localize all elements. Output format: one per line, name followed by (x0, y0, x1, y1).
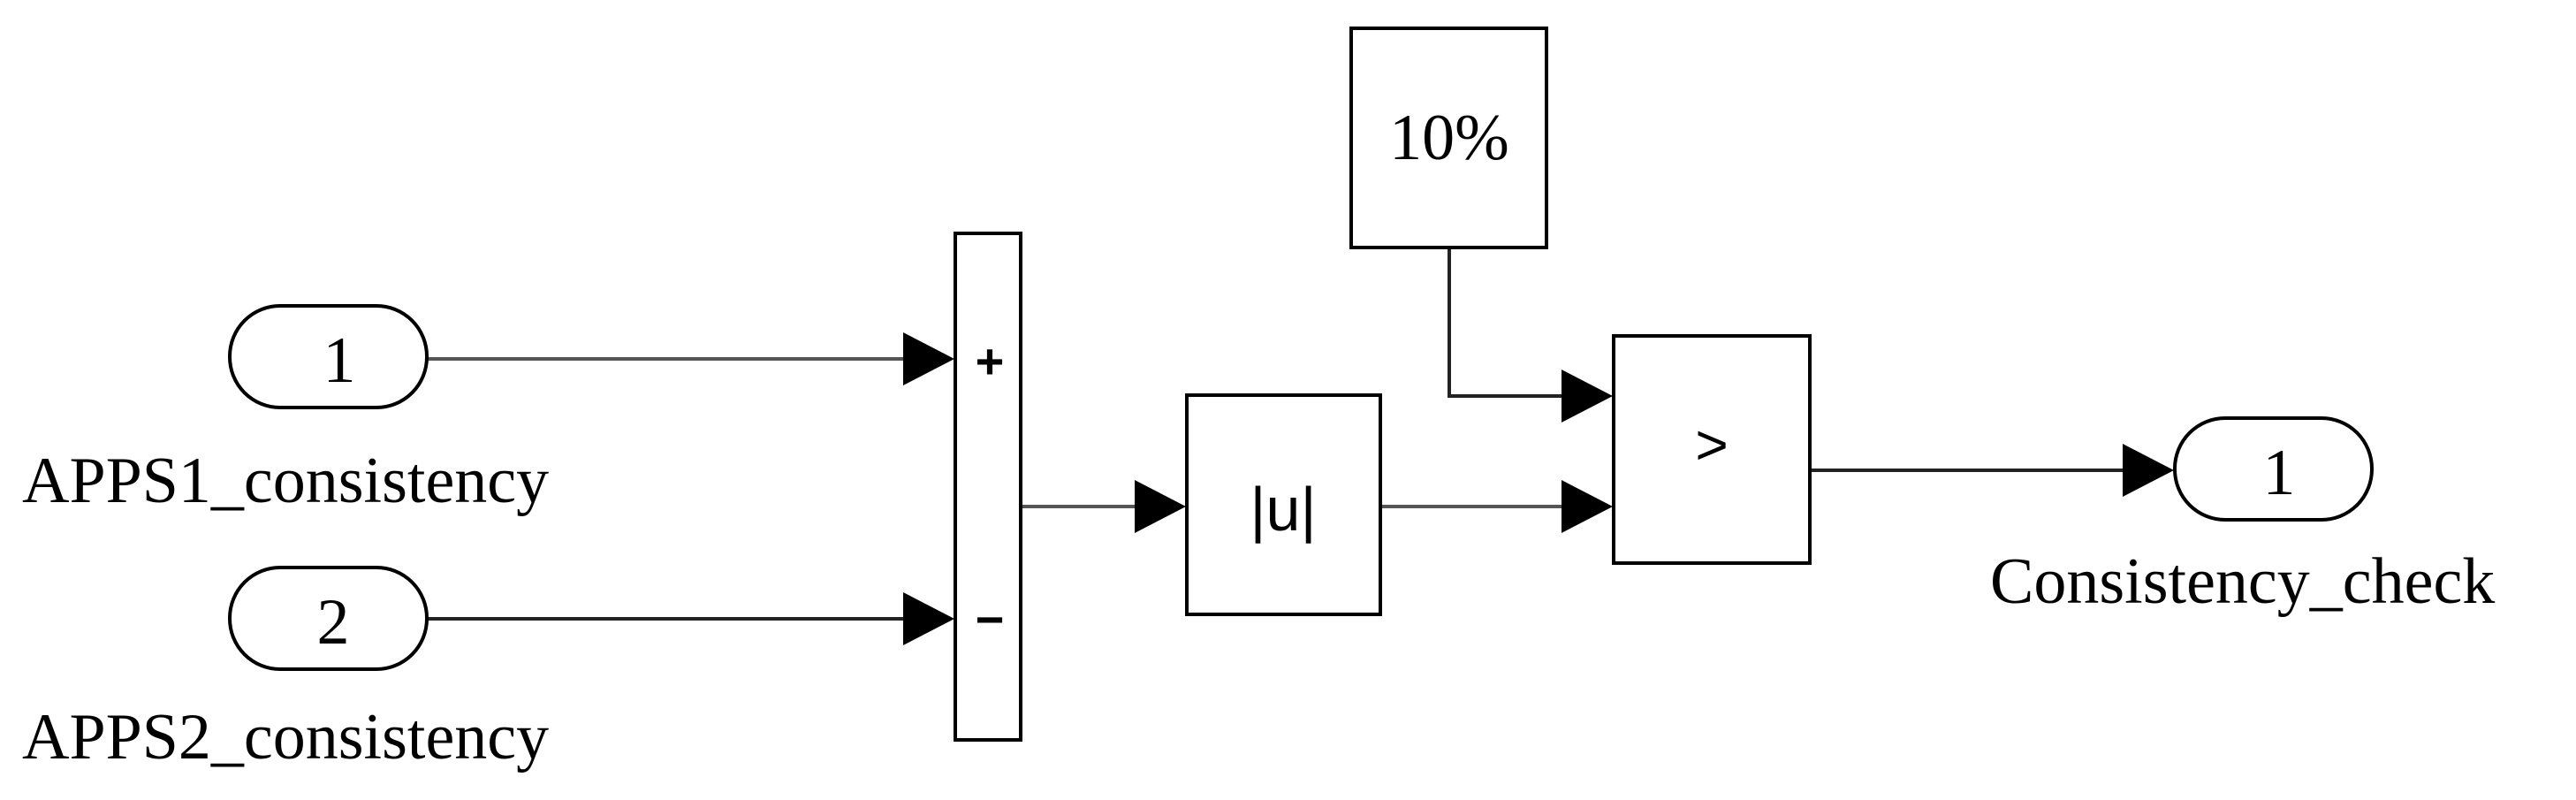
inport-2[interactable]: 2 (228, 566, 429, 671)
arrowhead-sum-minus (903, 592, 954, 645)
signal-lines (427, 248, 2125, 621)
relational-operator-block[interactable]: > (1612, 334, 1812, 565)
inport-2-label: APPS2_consistency (22, 701, 549, 773)
relational-operator-symbol: > (1695, 413, 1728, 476)
arrowhead-relational-lower (1562, 480, 1613, 533)
sum-minus-sign: − (976, 591, 1005, 647)
inport-2-shape[interactable] (228, 566, 429, 671)
abs-block-shape[interactable] (1185, 393, 1382, 616)
inport-1-label: APPS1_consistency (22, 445, 549, 517)
abs-block-label: |u| (1250, 475, 1316, 544)
constant-block-value: 10% (1389, 102, 1509, 174)
inport-2-number: 2 (317, 586, 350, 659)
constant-block-shape[interactable] (1349, 27, 1548, 249)
outport-1-label: Consistency_check (1990, 545, 2495, 618)
arrowhead-abs-input (1135, 480, 1186, 533)
arrowheads (903, 332, 2174, 645)
outport-1[interactable]: 1 (2173, 416, 2374, 522)
arrowhead-sum-plus (903, 332, 954, 385)
constant-block[interactable]: 10% (1349, 27, 1548, 249)
relational-operator-block-shape[interactable] (1612, 334, 1812, 565)
outport-1-number: 1 (2263, 437, 2296, 509)
signal-line-constant-to-relational[interactable] (1448, 248, 1564, 398)
arrowhead-relational-upper (1562, 370, 1613, 423)
sum-block-shape[interactable] (954, 232, 1022, 742)
sum-plus-sign: + (976, 333, 1005, 389)
arrowhead-outport (2123, 444, 2174, 497)
inport-1-shape[interactable] (228, 304, 429, 409)
inport-1[interactable]: 1 (228, 304, 429, 409)
abs-block[interactable]: |u| (1185, 393, 1382, 616)
inport-1-number: 1 (323, 324, 356, 397)
sum-block[interactable]: + − (954, 232, 1022, 742)
outport-1-shape[interactable] (2173, 416, 2374, 522)
